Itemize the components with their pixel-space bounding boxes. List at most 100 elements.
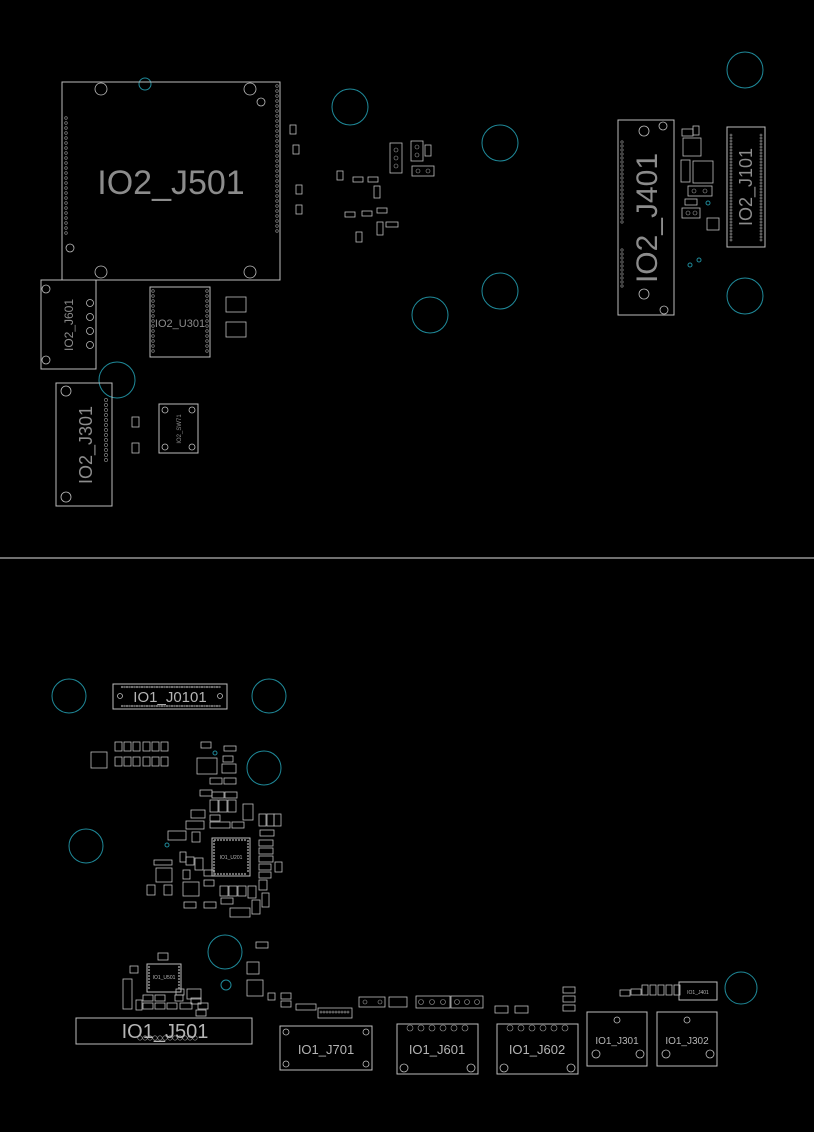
pin bbox=[64, 161, 68, 165]
pin bbox=[275, 194, 279, 198]
pin bbox=[133, 685, 136, 689]
pin bbox=[213, 685, 216, 689]
pin bbox=[246, 851, 250, 855]
pin bbox=[123, 704, 126, 708]
pin bbox=[228, 838, 232, 842]
pin bbox=[759, 169, 763, 173]
pin bbox=[177, 971, 181, 975]
pin bbox=[759, 151, 763, 155]
passive-component bbox=[221, 763, 237, 774]
pin bbox=[195, 704, 199, 708]
pin bbox=[240, 872, 244, 876]
io1-board: IO1_J0101 IO1_U201 IO1_U501 bbox=[51, 678, 758, 1075]
io1-j302-label: IO1_J302 bbox=[665, 1036, 709, 1047]
pin bbox=[275, 84, 279, 88]
pin bbox=[205, 344, 209, 348]
pin bbox=[759, 208, 763, 212]
pin bbox=[177, 986, 181, 990]
io1-j0101-pins bbox=[120, 685, 221, 708]
pin bbox=[729, 187, 733, 191]
pin bbox=[246, 863, 250, 867]
pin bbox=[130, 685, 134, 689]
pin bbox=[147, 977, 151, 981]
io2-j501-left-pins bbox=[64, 116, 68, 235]
io2-mounting-holes bbox=[98, 51, 764, 399]
passive-component bbox=[258, 855, 274, 863]
pin bbox=[759, 190, 763, 194]
pin bbox=[147, 983, 151, 987]
pin bbox=[104, 418, 108, 422]
pad bbox=[454, 999, 460, 1005]
pad bbox=[461, 1024, 469, 1032]
pin bbox=[620, 264, 624, 268]
pin bbox=[64, 221, 68, 225]
io2-j401-component: IO2_J401 bbox=[617, 119, 675, 316]
pin bbox=[275, 89, 279, 93]
pad bbox=[428, 1024, 436, 1032]
pin bbox=[759, 193, 763, 197]
pin bbox=[104, 403, 108, 407]
pin bbox=[729, 199, 733, 203]
passive-component bbox=[231, 821, 245, 829]
passive-component bbox=[673, 984, 681, 996]
pin bbox=[759, 202, 763, 206]
pin bbox=[729, 193, 733, 197]
pin bbox=[210, 685, 214, 689]
pin bbox=[64, 226, 68, 230]
pin bbox=[151, 314, 155, 318]
passive-component bbox=[228, 885, 238, 897]
pin bbox=[64, 126, 68, 130]
pin bbox=[759, 133, 763, 137]
pin bbox=[192, 1035, 198, 1041]
passive-component bbox=[209, 814, 221, 822]
pad bbox=[450, 1024, 458, 1032]
passive-component bbox=[209, 821, 231, 829]
pin bbox=[620, 284, 624, 288]
passive-component bbox=[151, 756, 160, 767]
pin bbox=[620, 268, 624, 272]
pin bbox=[275, 109, 279, 113]
io1-u201-pins bbox=[212, 838, 250, 876]
pin bbox=[205, 685, 209, 689]
pin bbox=[170, 685, 174, 689]
pin bbox=[231, 872, 235, 876]
pin bbox=[145, 685, 149, 689]
pin bbox=[193, 704, 196, 708]
pin bbox=[64, 231, 68, 235]
pin bbox=[729, 226, 733, 230]
pin bbox=[346, 1010, 350, 1014]
io2-j301-label: IO2_J301 bbox=[76, 406, 97, 484]
pin bbox=[212, 845, 216, 849]
pin bbox=[104, 423, 108, 427]
pin bbox=[172, 1035, 178, 1041]
pin bbox=[729, 211, 733, 215]
pin bbox=[275, 124, 279, 128]
pin bbox=[147, 965, 151, 969]
pin bbox=[151, 309, 155, 313]
pin bbox=[147, 1035, 153, 1041]
passive-component bbox=[258, 813, 267, 827]
pin bbox=[246, 842, 250, 846]
pin bbox=[729, 184, 733, 188]
pin bbox=[163, 685, 166, 689]
pin bbox=[729, 145, 733, 149]
pin bbox=[216, 872, 220, 876]
io2-u301-label: IO2_U301 bbox=[155, 318, 205, 330]
pin bbox=[729, 208, 733, 212]
pin bbox=[729, 175, 733, 179]
pin bbox=[205, 289, 209, 293]
pin bbox=[759, 136, 763, 140]
io1-j501-pins bbox=[137, 1035, 198, 1041]
pin bbox=[182, 1035, 188, 1041]
passive-component bbox=[123, 756, 132, 767]
passive-component bbox=[179, 851, 187, 863]
pin bbox=[620, 276, 624, 280]
passive-component bbox=[274, 861, 283, 873]
passive-component bbox=[182, 869, 191, 880]
passive-component bbox=[273, 813, 282, 827]
pin bbox=[620, 156, 624, 160]
pin bbox=[151, 294, 155, 298]
pin bbox=[155, 704, 159, 708]
pad bbox=[439, 1024, 447, 1032]
io1-u501-component: IO1_U501 bbox=[122, 941, 269, 1010]
